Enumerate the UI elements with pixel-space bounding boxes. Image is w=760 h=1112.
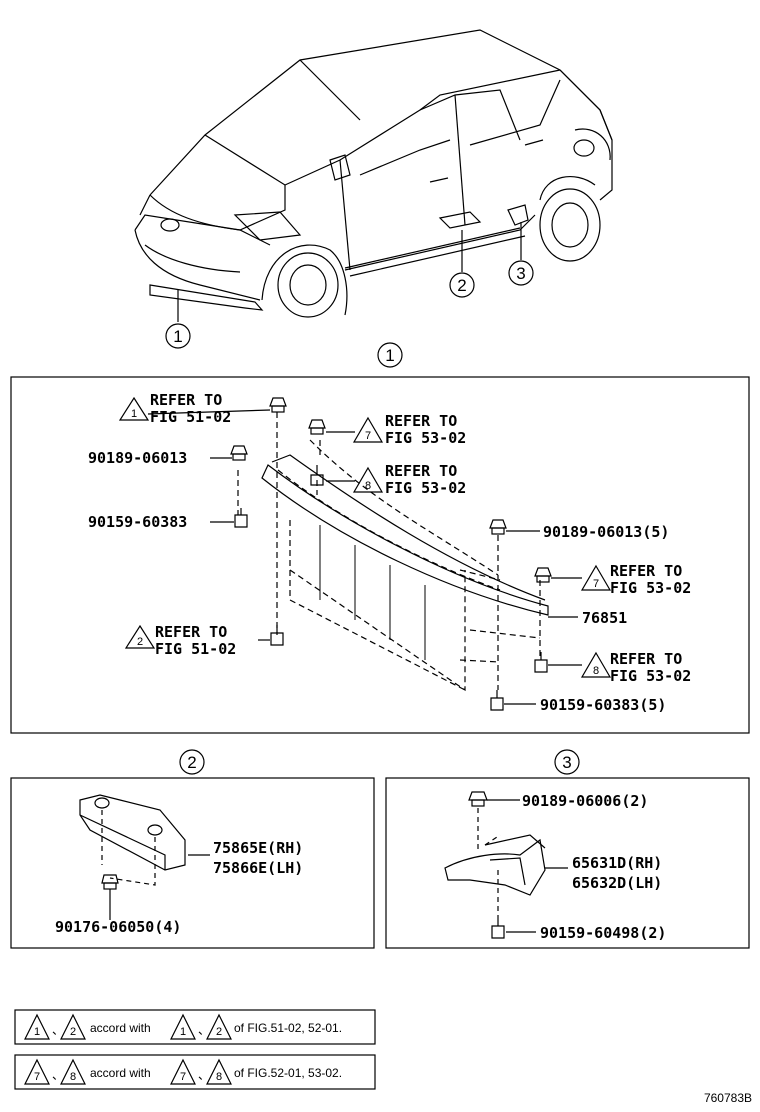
ref8a-line2: FIG 53-02 — [385, 479, 466, 497]
triangle-ref-7b: 7 — [593, 578, 599, 590]
callout-1-car: 1 — [173, 327, 182, 346]
ref2-line1: REFER TO — [155, 623, 227, 641]
screw-icon — [490, 690, 504, 711]
legend2-tri4: 8 — [216, 1071, 222, 1083]
screw-icon — [534, 652, 548, 673]
clip-icon — [101, 874, 119, 890]
legend2-tail: of FIG.52-01, 53-02. — [234, 1066, 342, 1080]
part-number-right-clip: 90189-06013(5) — [543, 523, 669, 541]
ref7b-line1: REFER TO — [610, 562, 682, 580]
legend1-sep: 、 — [52, 1023, 64, 1037]
clip-icon — [308, 419, 326, 435]
legend1-mid: accord with — [90, 1021, 151, 1035]
legend-row-1 — [14, 1009, 376, 1045]
clip-icon — [230, 445, 248, 461]
ref7a-line2: FIG 53-02 — [385, 429, 466, 447]
part-number-right-screw: 90159-60383(5) — [540, 696, 666, 714]
legend1-tail: of FIG.51-02, 52-01. — [234, 1021, 342, 1035]
clip-icon — [489, 519, 507, 535]
triangle-ref-8b: 8 — [593, 665, 599, 677]
legend2-sep2: 、 — [198, 1068, 210, 1082]
part-number-mudguard-screw: 90159-60498(2) — [540, 924, 666, 942]
legend1-tri2: 2 — [70, 1026, 76, 1038]
car-illustration — [134, 29, 613, 318]
figure-code: 760783B — [704, 1091, 752, 1105]
legend1-tri3: 1 — [180, 1026, 186, 1038]
ref7a-line1: REFER TO — [385, 412, 457, 430]
ref1-line1: REFER TO — [150, 391, 222, 409]
part-number-left-screw: 90159-60383 — [88, 513, 187, 531]
legend2-sep: 、 — [52, 1068, 64, 1082]
part-number-bracket-clip: 90176-06050(4) — [55, 918, 181, 936]
legend-row-2 — [14, 1054, 376, 1090]
part-number-mudguard-lh: 65632D(LH) — [572, 874, 662, 892]
part-number-mudguard-rh: 65631D(RH) — [572, 854, 662, 872]
part-number-left-clip: 90189-06013 — [88, 449, 187, 467]
screw-icon — [491, 920, 505, 939]
legend1-sep2: 、 — [198, 1023, 210, 1037]
clip-icon — [534, 567, 552, 583]
triangle-ref-2: 2 — [137, 636, 143, 648]
triangle-ref-1: 1 — [131, 408, 137, 420]
part-number-spoiler: 76851 — [582, 609, 627, 627]
part-number-bracket-lh: 75866E(LH) — [213, 859, 303, 877]
triangle-ref-7a: 7 — [365, 430, 371, 442]
ref8b-line2: FIG 53-02 — [610, 667, 691, 685]
screw-icon — [270, 625, 284, 646]
ref1-line2: FIG 51-02 — [150, 408, 231, 426]
clip-icon — [269, 397, 287, 413]
box-front-spoiler — [10, 376, 750, 734]
callout-3-car: 3 — [516, 264, 525, 283]
callout-2-car: 2 — [457, 276, 466, 295]
box-mudguard — [385, 777, 750, 949]
legend1-tri4: 2 — [216, 1026, 222, 1038]
triangle-ref-8a: 8 — [365, 480, 371, 492]
screw-icon — [310, 465, 324, 486]
callout-3-box: 3 — [562, 753, 571, 772]
legend2-tri3: 7 — [180, 1071, 186, 1083]
clip-icon — [468, 791, 488, 807]
callout-2-box: 2 — [187, 753, 196, 772]
ref8b-line1: REFER TO — [610, 650, 682, 668]
box-side-bracket — [10, 777, 375, 949]
part-number-bracket-rh: 75865E(RH) — [213, 839, 303, 857]
screw-icon — [234, 508, 248, 528]
legend2-tri1: 7 — [34, 1071, 40, 1083]
ref7b-line2: FIG 53-02 — [610, 579, 691, 597]
ref2-line2: FIG 51-02 — [155, 640, 236, 658]
part-number-mudguard-clip: 90189-06006(2) — [522, 792, 648, 810]
legend1-tri1: 1 — [34, 1026, 40, 1038]
legend2-tri2: 8 — [70, 1071, 76, 1083]
ref8a-line1: REFER TO — [385, 462, 457, 480]
legend2-mid: accord with — [90, 1066, 151, 1080]
callout-1-box: 1 — [385, 346, 394, 365]
